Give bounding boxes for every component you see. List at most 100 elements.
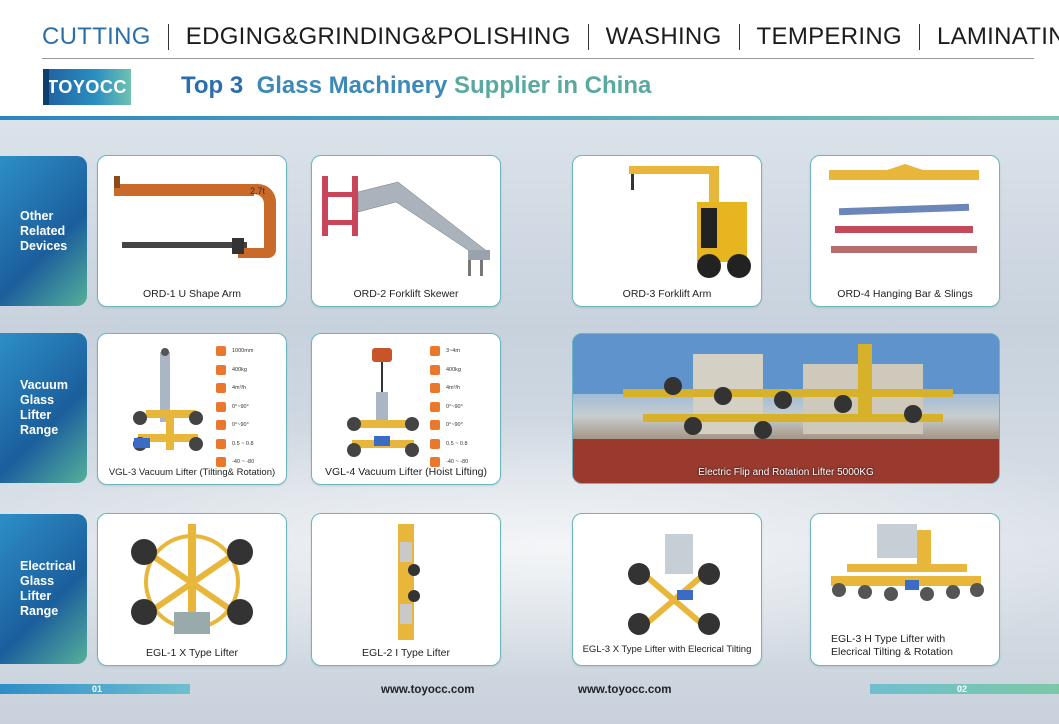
pressure-icon	[216, 438, 226, 449]
product-card-ord-2[interactable]: ORD-2 Forklift Skewer	[311, 155, 501, 307]
product-caption: EGL-1 X Type Lifter	[145, 647, 239, 659]
page-number-left: 01	[92, 684, 103, 694]
product-caption: ORD-1 U Shape Arm	[142, 288, 242, 300]
nav-item-tempering[interactable]: TEMPERING	[756, 23, 902, 50]
product-caption: VGL-3 Vacuum Lifter (Tilting& Rotation)	[108, 467, 276, 478]
category-nav: CUTTING EDGING&GRINDING&POLISHING WASHIN…	[42, 22, 1059, 52]
capacity-badge: 2.7t	[250, 186, 266, 196]
flow-icon	[216, 383, 226, 394]
page-number-right: 02	[957, 684, 968, 694]
footer-stripe-right	[870, 684, 1059, 694]
nav-item-laminating[interactable]: LAMINATING	[936, 23, 1059, 50]
product-caption: EGL-3 H Type Lifter with Elecrical Tilti…	[831, 633, 953, 658]
footer-stripe-left	[0, 684, 190, 694]
section-tab-vacuum-lifters: Vacuum Glass Lifter Range	[0, 333, 87, 483]
nav-divider	[167, 24, 169, 50]
forklift-arm-image	[629, 166, 751, 278]
product-card-ord-3[interactable]: ORD-3 Forklift Arm	[572, 155, 762, 307]
feature-photo[interactable]: Electric Flip and Rotation Lifter 5000KG	[572, 333, 1000, 484]
product-caption: ORD-3 Forklift Arm	[622, 288, 712, 300]
spec-value: 4m³/h	[446, 385, 461, 392]
rotate-icon	[430, 420, 440, 431]
spec-value: 0°~90°	[446, 422, 463, 429]
rotate-icon	[216, 420, 226, 431]
spec-value: -40 ~ -80	[446, 459, 469, 466]
spec-value: 0°~90°	[232, 403, 249, 410]
tilt-icon	[216, 401, 226, 412]
egl-3-x-lifter-image	[628, 534, 720, 635]
section-tab-electrical-lifters: Electrical Glass Lifter Range	[0, 514, 87, 664]
product-card-egl-2[interactable]: EGL-2 I Type Lifter	[311, 513, 501, 666]
website-link-right[interactable]: www.toyocc.com	[578, 684, 672, 696]
egl-3-h-lifter-image	[831, 524, 984, 601]
tagline: Top 3 Glass Machinery Supplier in China	[181, 72, 651, 100]
egl-2-i-lifter-image	[398, 524, 420, 640]
spec-list: 1000mm 400kg 4m³/h 0°~90° 0°~90° 0.5 ~ 0…	[216, 342, 278, 472]
vgl-4-lifter-image	[347, 348, 419, 457]
weight-icon	[430, 364, 440, 375]
vgl-3-lifter-image	[133, 348, 203, 451]
product-card-ord-4[interactable]: ORD-4 Hanging Bar & Slings	[810, 155, 1000, 307]
spec-row: 4m³/h	[216, 379, 278, 398]
nav-item-cutting[interactable]: CUTTING	[42, 23, 151, 50]
website-link-left[interactable]: www.toyocc.com	[381, 684, 475, 696]
spec-value: 1000mm	[232, 348, 254, 355]
spec-row: 400kg	[430, 361, 492, 380]
weight-icon	[216, 364, 226, 375]
spec-value: 0°~90°	[232, 422, 249, 429]
height-icon	[430, 346, 440, 357]
product-card-vgl-4[interactable]: 3~4m 400kg 4m³/h 0°~90° 0°~90° 0.5 ~ 0.8…	[311, 333, 501, 485]
header-rule	[42, 58, 1034, 59]
spec-value: -40 ~ -80	[232, 459, 255, 466]
section-tab-other-devices: Other Related Devices	[0, 156, 87, 306]
product-card-vgl-3[interactable]: 1000mm 400kg 4m³/h 0°~90° 0°~90° 0.5 ~ 0…	[97, 333, 287, 485]
tagline-rank: Top 3	[181, 72, 244, 99]
spec-list: 3~4m 400kg 4m³/h 0°~90° 0°~90° 0.5 ~ 0.8…	[430, 342, 492, 472]
spec-row: 0.5 ~ 0.8	[430, 435, 492, 454]
spec-row: 0°~90°	[216, 398, 278, 417]
product-caption: ORD-2 Forklift Skewer	[353, 288, 459, 300]
spec-row: 1000mm	[216, 342, 278, 361]
spec-value: 0°~90°	[446, 403, 463, 410]
nav-divider	[738, 24, 740, 50]
spec-row: 0°~90°	[430, 398, 492, 417]
spec-row: 0.5 ~ 0.8	[216, 435, 278, 454]
spec-value: 400kg	[232, 366, 247, 373]
forklift-skewer-image	[322, 176, 490, 276]
nav-item-washing[interactable]: WASHING	[605, 23, 722, 50]
vacuum-icon	[430, 457, 440, 468]
spec-row: -40 ~ -80	[430, 453, 492, 472]
section-label: Electrical Glass Lifter Range	[20, 559, 76, 618]
product-card-egl-3-x[interactable]: EGL-3 X Type Lifter with Elecrical Tilti…	[572, 513, 762, 666]
spec-value: 4m³/h	[232, 385, 247, 392]
spec-row: 400kg	[216, 361, 278, 380]
top-stripe	[0, 116, 1059, 120]
product-card-egl-3-h[interactable]: EGL-3 H Type Lifter with Elecrical Tilti…	[810, 513, 1000, 666]
product-caption: ORD-4 Hanging Bar & Slings	[837, 288, 973, 300]
logo-text: TOYOCC	[47, 76, 127, 97]
spec-row: 4m³/h	[430, 379, 492, 398]
header: CUTTING EDGING&GRINDING&POLISHING WASHIN…	[0, 0, 1059, 118]
spec-icon	[216, 346, 226, 357]
pressure-icon	[430, 438, 440, 449]
spec-row: 3~4m	[430, 342, 492, 361]
hanging-bar-image	[829, 164, 979, 253]
photo-caption: Electric Flip and Rotation Lifter 5000KG	[698, 467, 874, 478]
product-caption: EGL-2 I Type Lifter	[362, 647, 450, 659]
nav-divider	[918, 24, 920, 50]
nav-divider	[587, 24, 589, 50]
vacuum-icon	[216, 457, 226, 468]
product-card-ord-1[interactable]: 2.7t ORD-1 U Shape Arm	[97, 155, 287, 307]
nav-item-edging[interactable]: EDGING&GRINDING&POLISHING	[185, 23, 571, 50]
product-card-egl-1[interactable]: EGL-1 X Type Lifter	[97, 513, 287, 666]
egl-1-x-lifter-image	[131, 524, 253, 634]
tagline-product: Glass Machinery	[256, 72, 448, 99]
spec-row: 0°~90°	[216, 416, 278, 435]
tilt-icon	[430, 401, 440, 412]
spec-value: 400kg	[446, 366, 461, 373]
flip-rotation-lifter-photo	[573, 334, 999, 483]
section-label: Other Related Devices	[20, 208, 68, 253]
spec-value: 3~4m	[446, 348, 460, 355]
flow-icon	[430, 383, 440, 394]
spec-row: 0°~90°	[430, 416, 492, 435]
